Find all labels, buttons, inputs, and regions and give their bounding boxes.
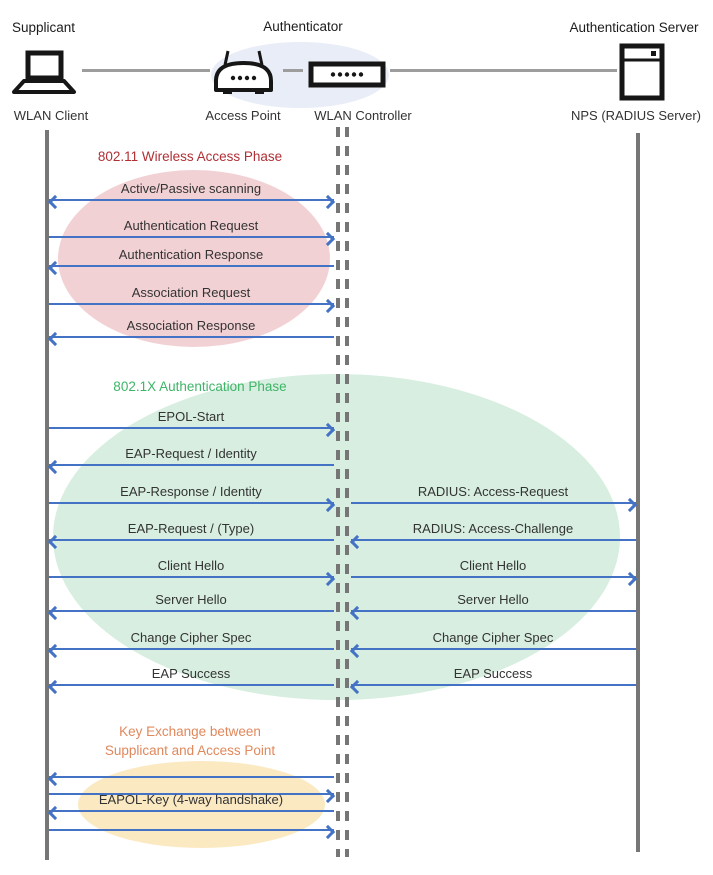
arrowhead-right-icon: [320, 194, 336, 210]
arrow-eapol-key-1: [47, 771, 334, 787]
wlan-controller-icon: [308, 61, 386, 88]
arrowhead-left-icon: [47, 771, 63, 787]
message-label-auth-response: Authentication Response: [118, 247, 264, 262]
arrow-change-cipher-right: [349, 643, 636, 659]
message-label-auth-request: Authentication Request: [123, 218, 259, 233]
message-label-assoc-response: Association Response: [126, 318, 256, 333]
connector-client-ap: [82, 69, 210, 72]
nps-radius-label: NPS (RADIUS Server): [570, 108, 702, 123]
message-label-eapol-key: EAPOL-Key (4-way handshake): [98, 792, 284, 807]
connector-controller-server: [390, 69, 617, 72]
key-exchange-phase-title: Key Exchange between Supplicant and Acce…: [105, 722, 275, 760]
key-exchange-title-line2: Supplicant and Access Point: [104, 743, 276, 758]
arrow-change-cipher-left: [47, 643, 334, 659]
message-label-client-hello-left: Client Hello: [157, 558, 225, 573]
message-label-server-hello-left: Server Hello: [155, 592, 227, 607]
laptop-icon: [11, 50, 77, 96]
supplicant-lifeline: [45, 130, 49, 860]
arrowhead-left-icon: [47, 459, 63, 475]
arrow-eap-success-left: [47, 679, 334, 695]
server-icon: [619, 43, 666, 101]
arrowhead-left-icon: [47, 194, 63, 210]
arrow-eapol-key-4: [49, 824, 336, 840]
authenticator-lifeline-left: [336, 127, 340, 857]
arrow-eap-request-type: [47, 534, 334, 550]
message-label-client-hello-right: Client Hello: [459, 558, 527, 573]
arrow-client-hello-right: [351, 571, 638, 587]
message-label-eap-response-identity: EAP-Response / Identity: [120, 484, 262, 499]
arrow-association-response: [47, 331, 334, 347]
access-point-icon: [212, 49, 275, 96]
arrow-server-hello-left: [47, 605, 334, 621]
arrowhead-right-icon: [622, 497, 638, 513]
message-label-eap-request-identity: EAP-Request / Identity: [125, 446, 257, 461]
wireless-phase-title: 802.11 Wireless Access Phase: [97, 149, 283, 164]
message-label-epol-start: EPOL-Start: [157, 409, 225, 424]
arrow-radius-access-request: [351, 497, 638, 513]
key-exchange-title-line1: Key Exchange between: [119, 724, 261, 739]
message-label-scanning: Active/Passive scanning: [120, 181, 262, 196]
arrow-radius-access-challenge: [349, 534, 636, 550]
arrowhead-left-icon: [47, 805, 63, 821]
arrowhead-left-icon: [47, 605, 63, 621]
message-label-eap-success-left: EAP Success: [151, 666, 231, 681]
message-label-assoc-request: Association Request: [131, 285, 251, 300]
dot1x-phase-title: 802.1X Authentication Phase: [113, 379, 287, 394]
arrowhead-right-icon: [320, 824, 336, 840]
arrow-server-hello-right: [349, 605, 636, 621]
arrowhead-left-icon: [47, 331, 63, 347]
connector-ap-controller: [283, 69, 303, 72]
arrow-eap-success-right: [349, 679, 636, 695]
arrow-authentication-request: [49, 231, 336, 247]
message-label-eap-success-right: EAP Success: [453, 666, 533, 681]
arrow-eapol-key-2: [49, 788, 336, 804]
access-point-label: Access Point: [205, 108, 281, 123]
arrow-authentication-response: [47, 260, 334, 276]
authenticator-role-label: Authenticator: [263, 19, 343, 34]
auth-server-role-label: Authentication Server: [569, 20, 699, 35]
arrow-eap-request-identity: [47, 459, 334, 475]
arrowhead-right-icon: [622, 571, 638, 587]
arrow-association-request: [49, 298, 336, 314]
arrowhead-left-icon: [47, 679, 63, 695]
message-label-server-hello-right: Server Hello: [457, 592, 529, 607]
arrow-client-hello-left: [49, 571, 336, 587]
authenticator-lifeline-right: [345, 127, 349, 857]
arrowhead-left-icon: [47, 643, 63, 659]
arrow-epol-start: [49, 422, 336, 438]
message-label-change-cipher-right: Change Cipher Spec: [432, 630, 554, 645]
message-label-eap-request-type: EAP-Request / (Type): [127, 521, 255, 536]
message-label-radius-access-challenge: RADIUS: Access-Challenge: [412, 521, 574, 536]
wlan-controller-label: WLAN Controller: [314, 108, 412, 123]
arrow-eap-response-identity: [49, 497, 336, 513]
server-lifeline: [636, 133, 640, 852]
message-label-radius-access-request: RADIUS: Access-Request: [417, 484, 569, 499]
supplicant-role-label: Supplicant: [12, 20, 76, 35]
wlan-client-label: WLAN Client: [13, 108, 89, 123]
key-exchange-ellipse: [78, 761, 325, 848]
arrow-eapol-key-3: [47, 805, 334, 821]
arrow-active-passive-scanning: [47, 194, 336, 210]
arrowhead-right-icon: [320, 298, 336, 314]
message-label-change-cipher-left: Change Cipher Spec: [130, 630, 252, 645]
